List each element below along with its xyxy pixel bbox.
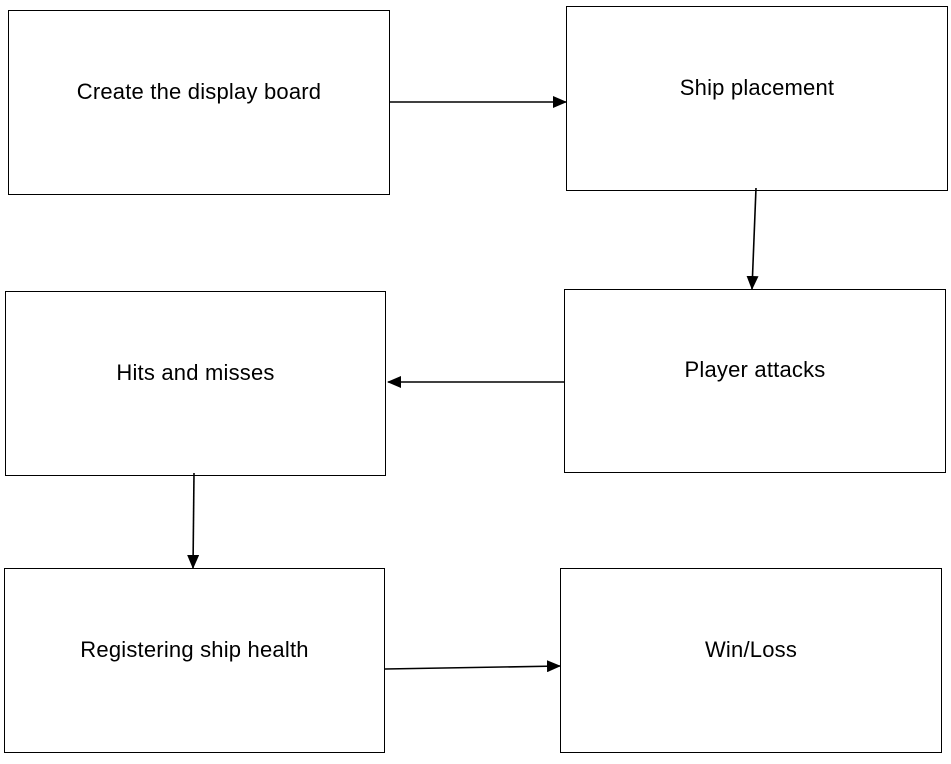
step-box-ship-placement: Ship placement [566,6,948,191]
step-box-player-attacks: Player attacks [564,289,946,473]
step-label-registering-ship-health: Registering ship health [80,637,309,662]
arrow-hits-to-health [187,472,200,569]
step-label-win-loss: Win/Loss [704,637,798,662]
step-box-win-loss: Win/Loss [560,568,942,753]
step-label-create-display-board: Create the display board [76,79,322,104]
step-box-registering-ship-health: Registering ship health [4,568,385,753]
step-label-hits-and-misses: Hits and misses [116,360,275,385]
step-label-ship-placement: Ship placement [679,75,835,100]
step-label-player-attacks: Player attacks [684,357,826,382]
step-box-create-display-board: Create the display board [8,10,390,195]
arrow-health-to-result [384,660,561,673]
step-box-hits-and-misses: Hits and misses [5,291,386,476]
arrow-placement-to-attacks [746,187,759,290]
